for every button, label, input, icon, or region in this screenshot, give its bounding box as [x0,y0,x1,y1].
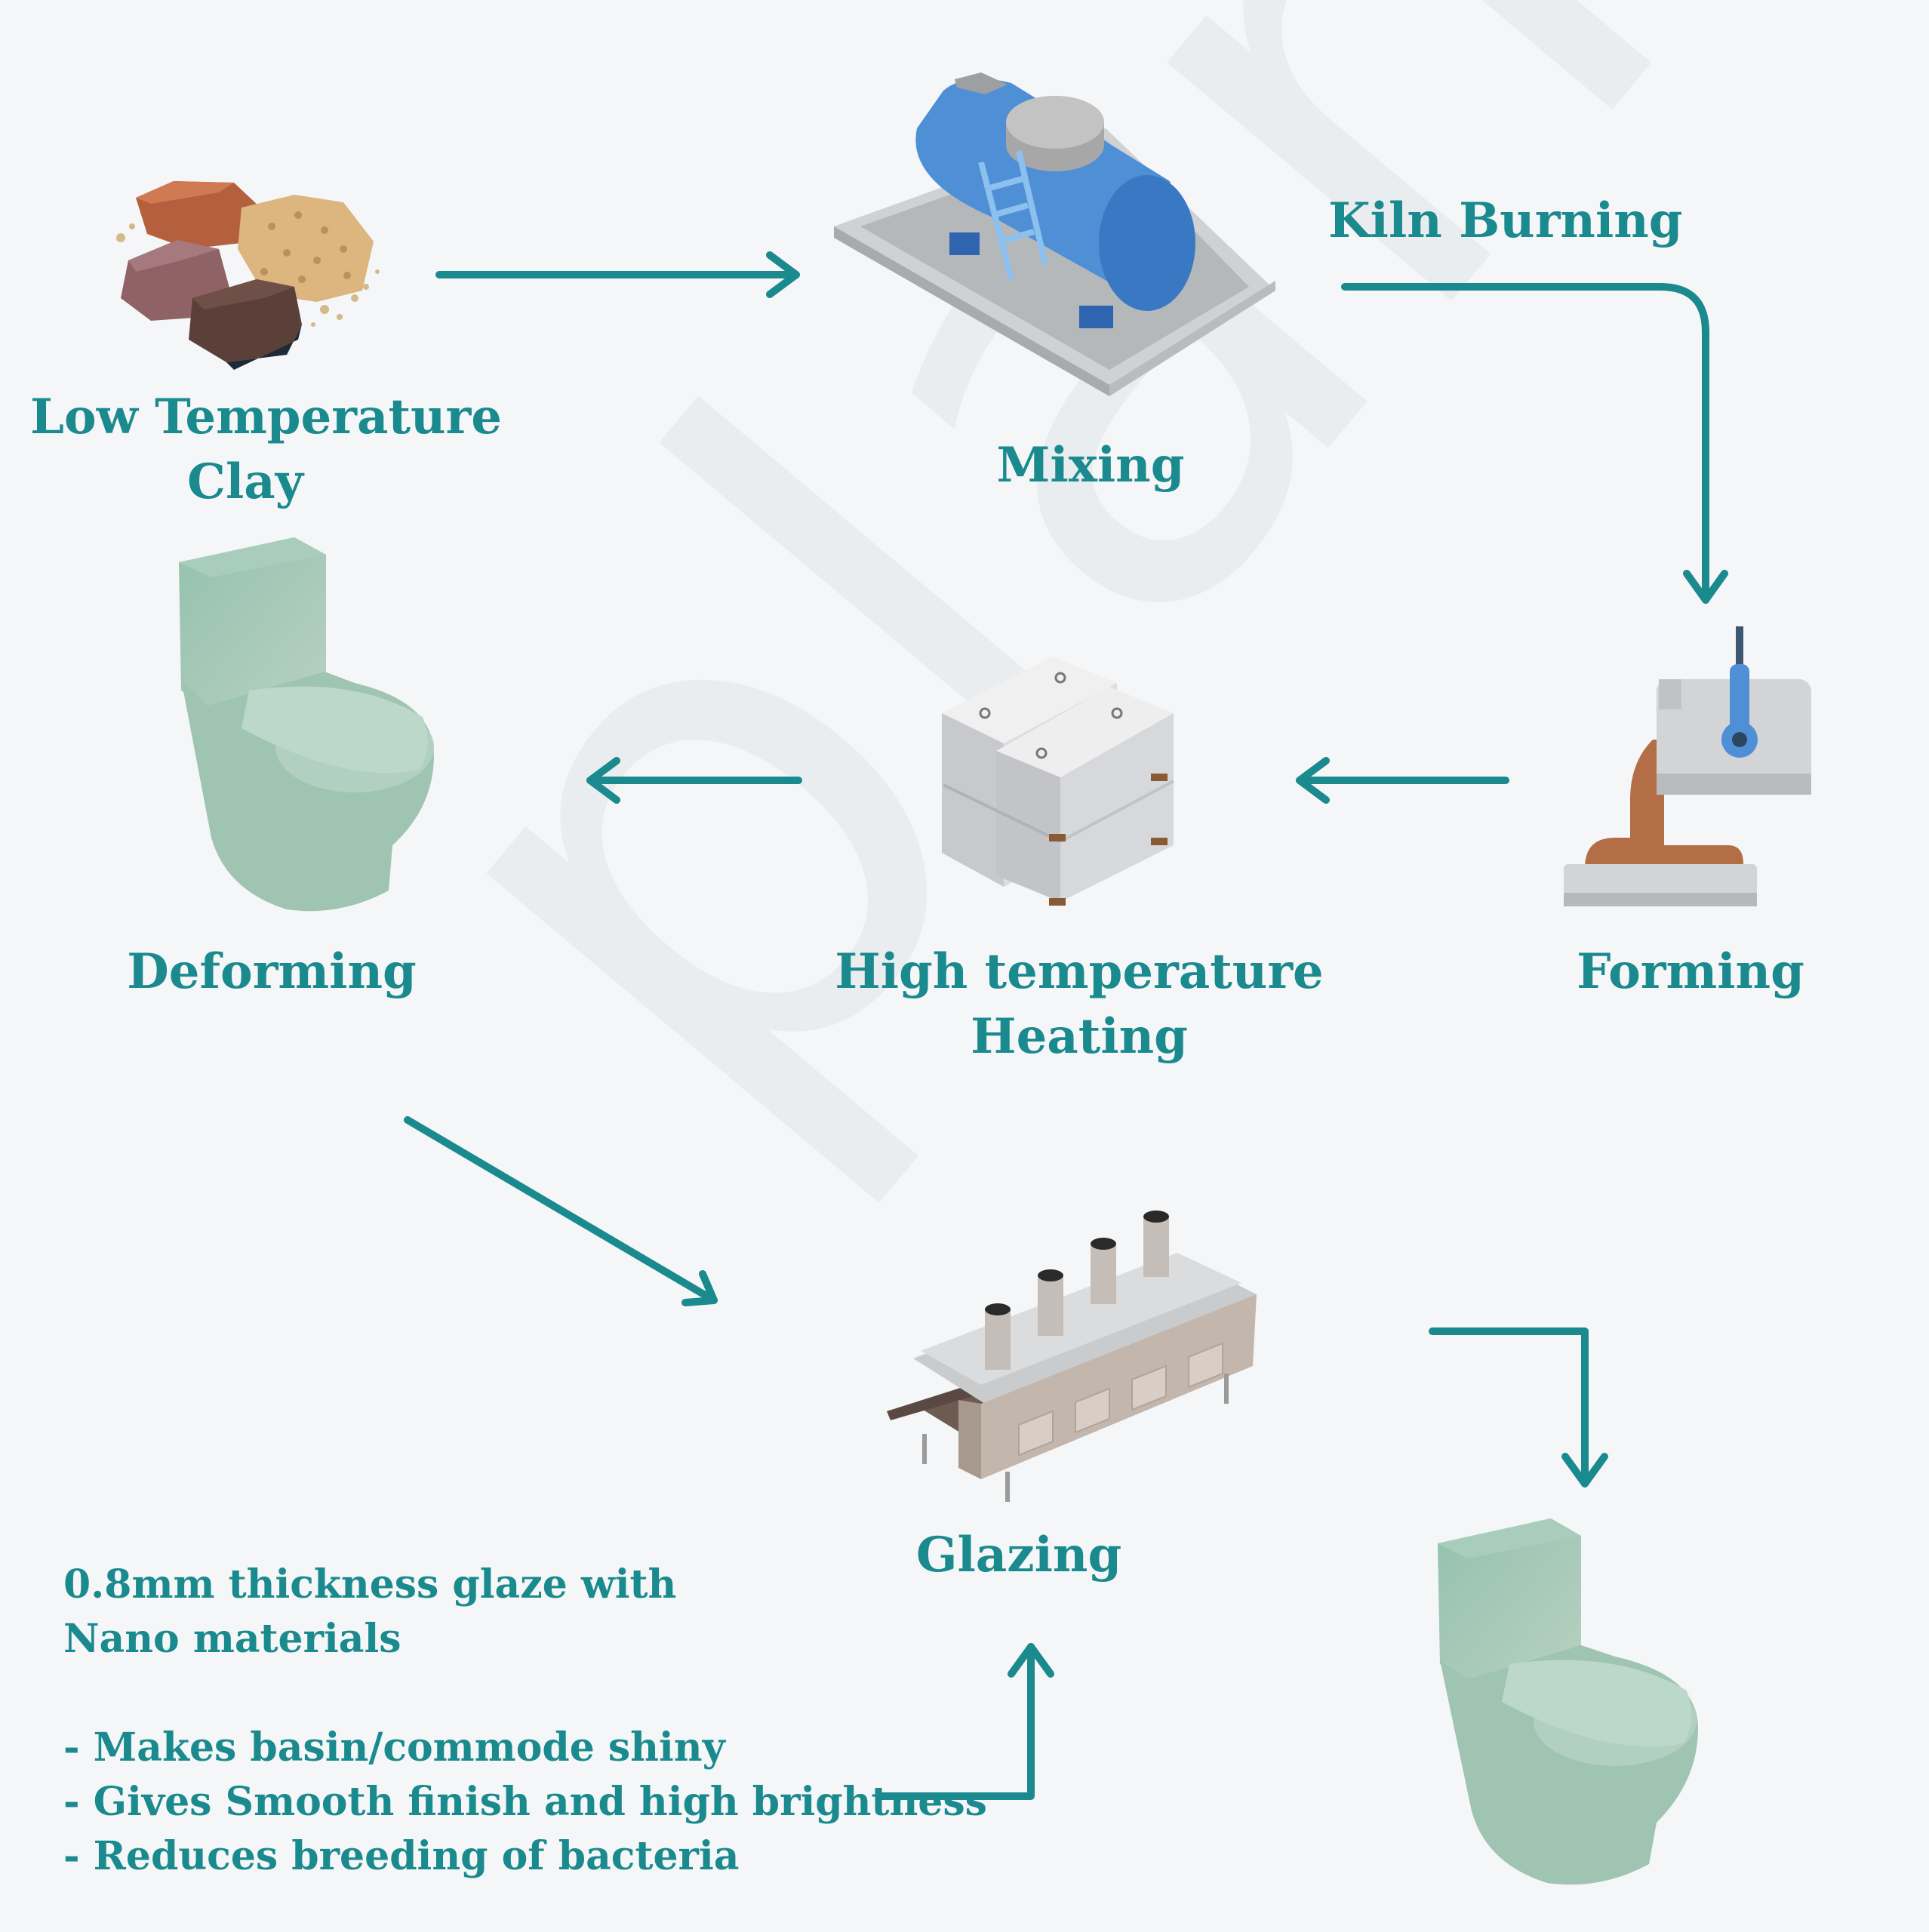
arrow-clay-to-mixing [435,251,800,298]
glazing-kiln-icon [887,1211,1257,1502]
arrow-note-to-glazing [878,1643,1054,1800]
glaze-note-line1: 0.8mm thickness glaze with [63,1561,677,1607]
label-clay-line2: Clay [187,454,303,510]
glaze-note: 0.8mm thickness glaze with Nano material… [63,1558,676,1666]
label-heating-line2: Heating [971,1008,1188,1065]
arrow-deforming-to-glazing [404,1116,718,1306]
label-glazing: Glazing [915,1527,1122,1583]
arrow-kiln-to-forming [1341,283,1728,604]
arrow-glazing-to-final [1429,1327,1608,1487]
toilet-deforming-icon [179,537,434,912]
label-high-temperature-heating: High temperature Heating [815,940,1343,1069]
glaze-note-bullet: - Reduces breeding of bacteria [63,1833,740,1879]
glaze-note-line2: Nano materials [63,1616,401,1662]
label-mixing: Mixing [996,437,1185,494]
clay-rocks-icon [116,181,380,370]
glaze-note-bullets: - Makes basin/commode shiny - Gives Smoo… [63,1721,987,1884]
arrow-heating-to-deforming [586,757,802,804]
label-heating-line1: High temperature [835,943,1324,1000]
label-clay-line1: Low Temperature [30,389,502,445]
arrow-forming-to-heating [1296,757,1509,804]
toilet-final-icon [1438,1518,1698,1885]
label-kiln-burning: Kiln Burning [1328,192,1683,249]
glaze-note-bullet: - Gives Smooth finish and high brightnes… [63,1779,987,1825]
heating-boxes-icon [942,657,1174,906]
label-forming: Forming [1577,943,1804,1000]
label-deforming: Deforming [127,943,417,1000]
label-low-temperature-clay: Low Temperature Clay [30,385,502,515]
forming-machine-icon [1564,626,1811,906]
mixing-tank-icon [834,72,1275,396]
glaze-note-bullet: - Makes basin/commode shiny [63,1724,725,1770]
